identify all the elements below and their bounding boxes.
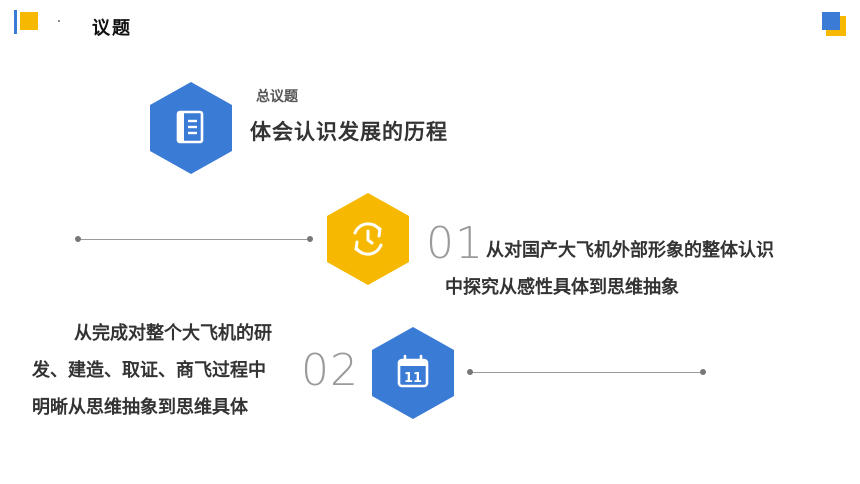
- item-01-text-line1: 从对国产大飞机外部形象的整体认识: [486, 240, 774, 261]
- item-01-connector-line: [78, 239, 310, 240]
- main-topic-hexagon: [150, 82, 232, 174]
- page-title: 议题: [92, 18, 132, 39]
- item-02-number: 02: [301, 345, 359, 396]
- item-02-hexagon: 11: [372, 327, 454, 419]
- document-icon: [176, 110, 204, 144]
- calendar-icon: 11: [397, 354, 429, 388]
- item-01-line-start-dot: [75, 236, 81, 242]
- item-02-line-start-dot: [467, 369, 473, 375]
- main-topic-title: 体会认识发展的历程: [250, 120, 448, 144]
- item-02-text-line1: 从完成对整个大飞机的研: [74, 323, 272, 344]
- item-01-text-line2: 中探究从感性具体到思维抽象: [445, 277, 679, 298]
- item-02-connector-line: [470, 372, 704, 373]
- item-02-text-line3: 明晰从思维抽象到思维具体: [32, 397, 248, 418]
- main-topic-label: 总议题: [256, 89, 298, 105]
- item-02-line-end-dot: [700, 369, 706, 375]
- item-01-hexagon: [327, 193, 409, 285]
- item-01-line-end-dot: [307, 236, 313, 242]
- calendar-icon-day: 11: [404, 371, 422, 386]
- item-02-text-line2: 发、建造、取证、商飞过程中: [32, 360, 266, 381]
- corner-decoration-right: [820, 10, 848, 36]
- corner-decoration-left: [14, 10, 38, 34]
- refresh-icon: [353, 222, 383, 256]
- header-dot: [58, 20, 60, 22]
- item-01-number: 01: [426, 218, 484, 269]
